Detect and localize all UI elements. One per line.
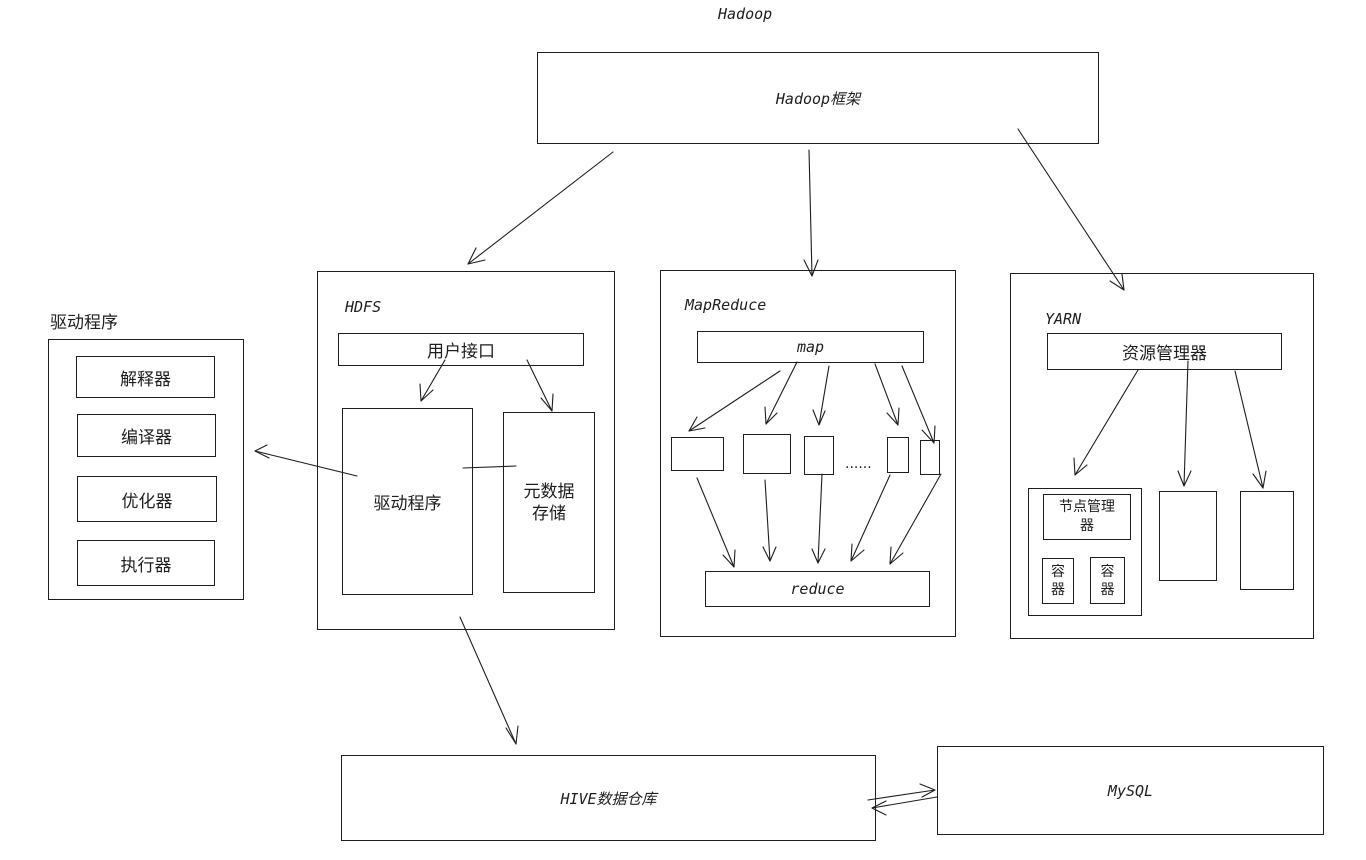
arrow-mysql-to-hive xyxy=(871,796,938,809)
diagram-title: Hadoop xyxy=(718,5,773,23)
reduce-label: reduce xyxy=(790,580,845,598)
user-interface-box: 用户接口 xyxy=(338,333,584,366)
optimizer-label: 优化器 xyxy=(121,491,173,512)
container-2-line2: 器 xyxy=(1100,581,1115,598)
mysql-box: MySQL xyxy=(937,746,1324,835)
hadoop-framework-label: Hadoop框架 xyxy=(775,89,861,108)
yarn-title: YARN xyxy=(1045,310,1082,328)
user-interface-label: 用户接口 xyxy=(427,342,495,362)
hive-warehouse-box: HIVE数据仓库 xyxy=(341,755,876,841)
map-task-ellipsis: ...... xyxy=(845,456,872,472)
mysql-label: MySQL xyxy=(1107,781,1154,800)
container-box-1: 容 器 xyxy=(1042,558,1074,604)
mapreduce-title: MapReduce xyxy=(685,296,767,314)
arrow-hive-to-mysql xyxy=(867,789,936,801)
hdfs-title: HDFS xyxy=(345,298,382,316)
interpreter-label: 解释器 xyxy=(120,369,171,390)
yarn-node-3 xyxy=(1240,491,1294,590)
driver-panel-title: 驱动程序 xyxy=(50,313,118,333)
arrow-framework-to-mapreduce xyxy=(808,149,813,277)
optimizer-box: 优化器 xyxy=(77,476,217,522)
arrow-hdfs-to-hive xyxy=(459,616,517,745)
executor-box: 执行器 xyxy=(77,540,215,586)
map-task-3 xyxy=(804,436,834,475)
hive-warehouse-label: HIVE数据仓库 xyxy=(560,789,657,808)
map-task-1 xyxy=(671,437,724,471)
metadata-label-line2: 存储 xyxy=(532,503,566,524)
hadoop-framework-box: Hadoop框架 xyxy=(537,52,1099,144)
yarn-node-2 xyxy=(1159,491,1217,581)
arrow-framework-to-hdfs xyxy=(467,151,614,265)
hdfs-driver-box: 驱动程序 xyxy=(342,408,473,595)
metadata-label-line1: 元数据 xyxy=(523,481,575,502)
map-task-4 xyxy=(887,437,909,473)
map-task-2 xyxy=(743,434,791,474)
map-task-5 xyxy=(920,440,940,475)
node-group-box xyxy=(1028,488,1142,616)
metadata-storage-box: 元数据 存储 xyxy=(503,412,595,593)
resource-manager-label: 资源管理器 xyxy=(1122,344,1207,364)
compiler-box: 编译器 xyxy=(77,414,216,457)
arrow-framework-to-yarn xyxy=(1017,128,1125,291)
container-1-line1: 容 xyxy=(1051,564,1065,580)
reduce-box: reduce xyxy=(705,571,930,607)
container-1-line2: 器 xyxy=(1051,582,1065,598)
interpreter-box: 解释器 xyxy=(76,356,215,398)
yarn-box xyxy=(1010,273,1314,639)
container-2-line1: 容 xyxy=(1100,563,1115,580)
hdfs-driver-label: 驱动程序 xyxy=(373,494,442,514)
map-label: map xyxy=(796,338,825,356)
resource-manager-box: 资源管理器 xyxy=(1047,333,1282,370)
driver-panel-box xyxy=(48,339,244,600)
node-manager-line2: 器 xyxy=(1080,518,1094,534)
node-manager-box: 节点管理 器 xyxy=(1043,494,1131,540)
executor-label: 执行器 xyxy=(120,555,172,576)
compiler-label: 编译器 xyxy=(121,428,172,448)
map-box: map xyxy=(697,331,924,363)
node-manager-line1: 节点管理 xyxy=(1059,499,1115,515)
container-box-2: 容 器 xyxy=(1090,557,1125,604)
